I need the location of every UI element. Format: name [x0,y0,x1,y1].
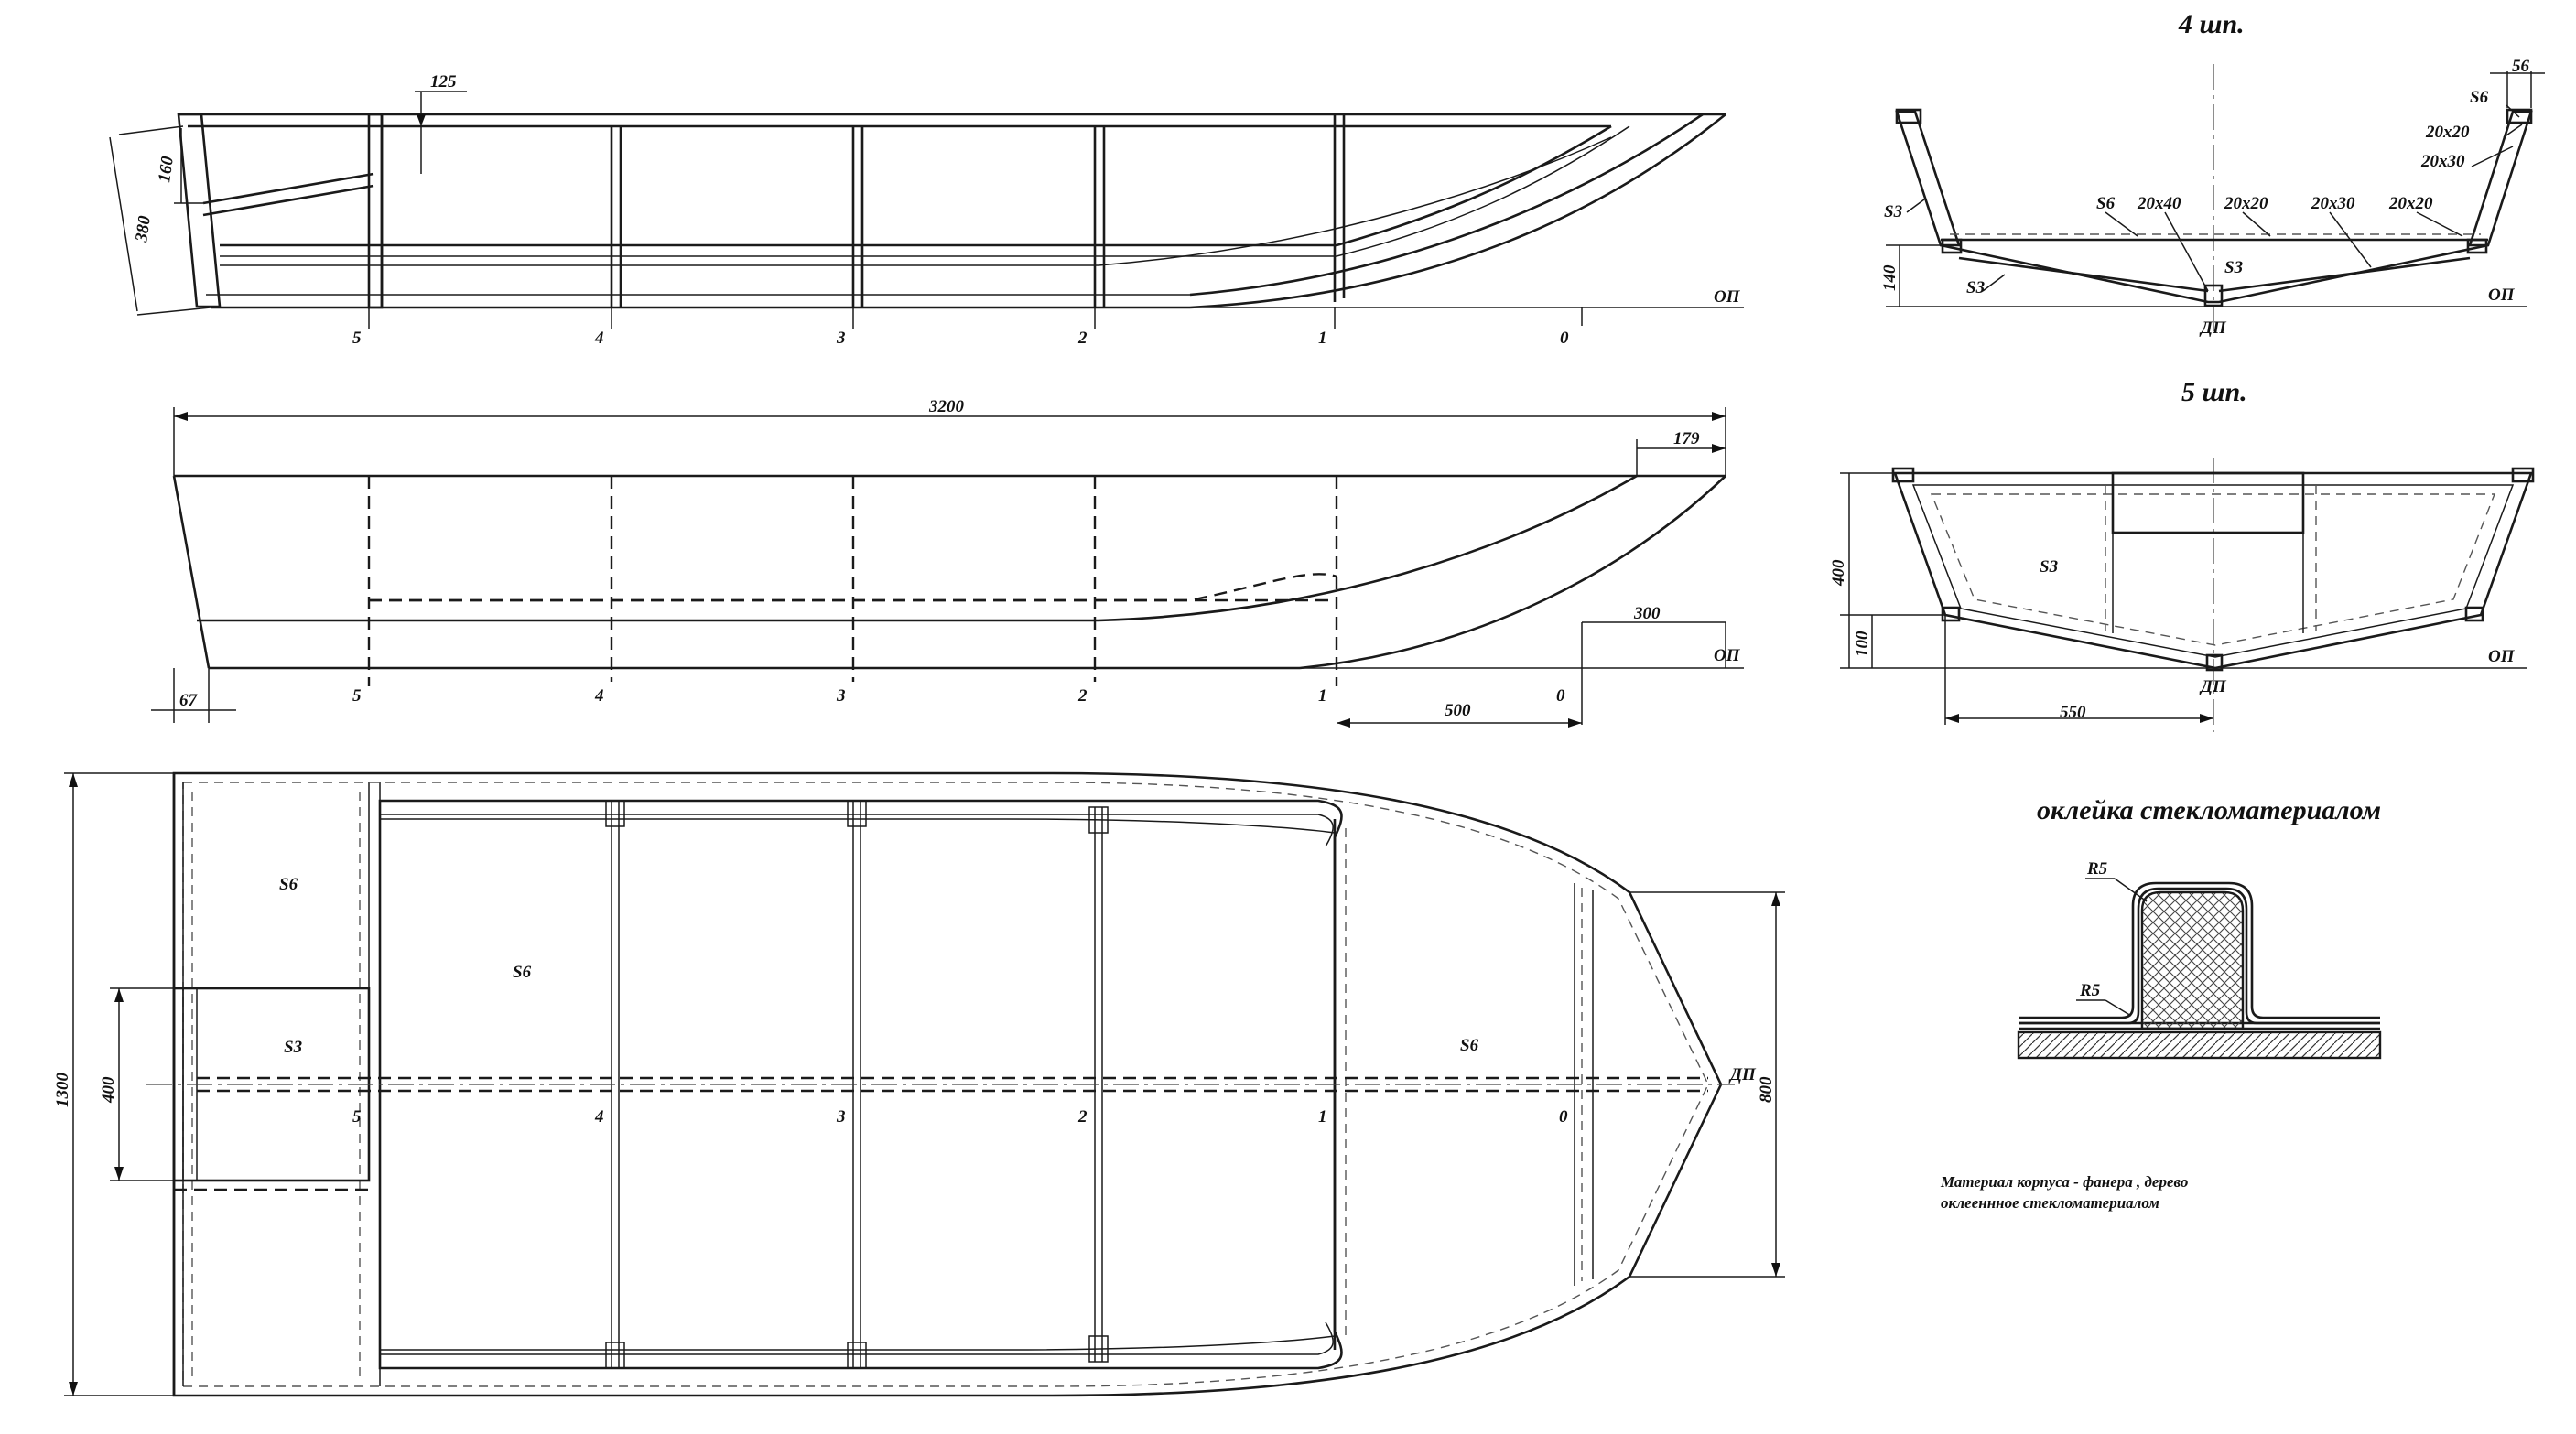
baseline-label: ОП [1714,287,1741,307]
profile-view-structure [151,407,1744,728]
dim-800: 800 [1757,1076,1776,1103]
baseline-label: ОП [2488,286,2516,305]
frame-3-label: 3 [836,686,846,706]
dim-400: 400 [1829,559,1848,587]
frame-4-label: 4 [594,329,604,348]
note-line-1: Материал корпуса - фанера , дерево [1940,1173,2188,1191]
dim-160: 160 [155,155,178,184]
label-s3-bottom: S3 [1966,278,1985,297]
dim-550: 550 [2060,703,2086,722]
frame-4-label: 4 [594,686,604,706]
dim-500: 500 [1445,701,1471,720]
label-s3: S3 [2040,557,2058,577]
frame-5-label: 5 [352,686,362,706]
frame-1-label: 1 [1318,1107,1327,1127]
frame-0-label: 0 [1556,686,1565,706]
centerline-label: ДП [2199,677,2227,696]
frame-0-label: 0 [1560,329,1569,348]
dim-179: 179 [1673,429,1700,448]
label-r5-bottom: R5 [2079,981,2101,1000]
centerline-label: ДП [2199,318,2227,338]
label-20x30-side: 20x30 [2420,152,2465,171]
section-5-structure [1840,458,2535,732]
panel-s6-bow: S6 [1460,1036,1479,1055]
detail-lamination [2017,878,2382,1060]
frame-3-label: 3 [836,1107,846,1127]
centerline-label: ДП [1728,1065,1757,1084]
dim-56: 56 [2512,57,2530,76]
baseline-label: ОП [1714,646,1741,665]
side-view-structure [109,91,1744,329]
frame-3-label: 3 [836,329,846,348]
baseline-label: ОП [2488,647,2516,666]
frame-4-label: 4 [594,1107,604,1127]
seat-s3: S3 [284,1038,302,1057]
plan-view-labels: S6 S6 S3 S6 1300 400 800 ДП 5 4 3 2 1 0 [53,875,1776,1127]
detail-title: оклейка стекломатериалом [2037,795,2381,825]
dim-300: 300 [1633,604,1661,623]
dim-140: 140 [1880,264,1900,291]
section-5-labels: 5 шп. S3 400 100 550 ОП ДП [1829,377,2516,722]
frame-5-label: 5 [352,1107,362,1127]
profile-view-labels: 3200 179 300 ОП 67 500 5 4 3 2 1 0 [179,397,1741,720]
section-4-structure [1886,64,2545,334]
label-20x20-side: 20x20 [2425,123,2470,142]
dim-125: 125 [430,72,457,92]
material-note: Материал корпуса - фанера , дерево оклее… [1940,1173,2188,1212]
side-frames [367,113,1346,309]
dim-3200: 3200 [928,397,965,416]
frame-2-label: 2 [1077,686,1088,706]
section-4-labels: 4 шп. 56 S6 20x20 20x30 S3 S6 20x40 20x2… [1880,9,2530,338]
label-20x30-floor: 20x30 [2311,194,2355,213]
label-s6-gunwale: S6 [2470,88,2489,107]
label-20x40: 20x40 [2137,194,2181,213]
frame-0-label: 0 [1559,1107,1568,1127]
dim-100: 100 [1853,631,1872,657]
dim-1300: 1300 [53,1073,72,1108]
label-s6-floor: S6 [2096,194,2116,213]
plan-view-structure [64,771,1785,1397]
label-20x20-floor: 20x20 [2224,194,2268,213]
note-line-2: оклееннное стекломатериалом [1941,1194,2159,1212]
frame-1-label: 1 [1318,329,1327,348]
dim-400: 400 [99,1076,118,1104]
dim-380: 380 [132,214,155,244]
panel-s6-aft: S6 [279,875,298,894]
section-4-title: 4 шп. [2178,9,2245,39]
label-20x20-right: 20x20 [2388,194,2433,213]
frame-2-label: 2 [1077,1107,1088,1127]
panel-s6-bottom: S6 [513,963,532,982]
frame-1-label: 1 [1318,686,1327,706]
label-s3-center: S3 [2224,258,2243,277]
section-5-title: 5 шп. [2181,377,2247,407]
label-s3-side: S3 [1884,202,1902,221]
detail-labels: оклейка стекломатериалом R5 R5 [2037,795,2381,1000]
frame-2-label: 2 [1077,329,1088,348]
label-r5-top: R5 [2086,859,2108,879]
side-view-labels: 125 160 380 ОП 5 4 3 2 1 0 [132,72,1741,348]
frame-5-label: 5 [352,329,362,348]
dim-67: 67 [179,691,199,710]
